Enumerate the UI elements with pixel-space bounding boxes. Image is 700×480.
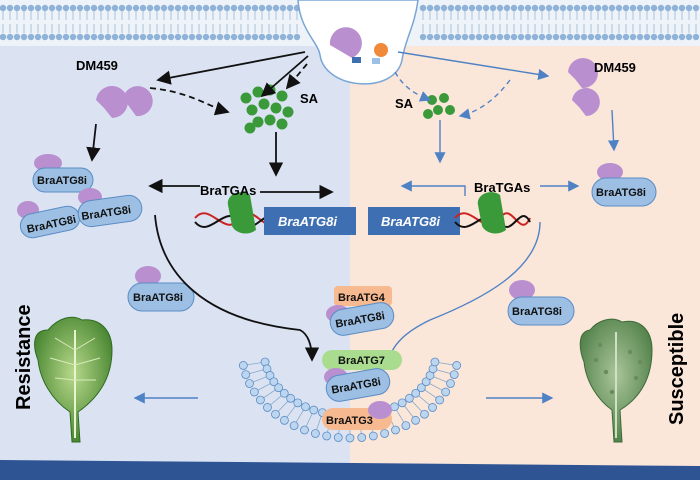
gene-box-left: BraATG8i (264, 207, 356, 235)
svg-text:BraATG8i: BraATG8i (37, 175, 87, 187)
svg-text:BraATG4: BraATG4 (338, 292, 386, 304)
arrows-susceptible-path (133, 51, 620, 404)
atg4-complex: BraATG4 BraATG8i (326, 286, 395, 336)
bratgas-right-label: BraTGAs (474, 180, 530, 195)
blue-molecule (352, 57, 361, 63)
dm459-right-shapes (568, 58, 600, 116)
sa-molecules-right (423, 93, 455, 119)
resistance-label: Resistance (13, 304, 35, 410)
svg-text:BraATG7: BraATG7 (338, 355, 385, 367)
gene-box-right: BraATG8i (368, 207, 460, 235)
orange-molecule (374, 43, 388, 57)
svg-text:BraATG8i: BraATG8i (512, 306, 562, 318)
svg-text:BraATG8i: BraATG8i (133, 292, 183, 304)
bratgas-protein-left (227, 192, 256, 234)
svg-text:BraATG8i: BraATG8i (596, 187, 646, 199)
atg8i-left-middle: BraATG8i (127, 266, 195, 312)
resistant-leaf (34, 316, 113, 443)
atg8i-complex-left: BraATG8i BraATG8i BraATG8i (17, 154, 143, 239)
dna-helix-right (454, 192, 531, 234)
sa-molecules-left (240, 84, 294, 134)
atg8i-right-middle: BraATG8i (507, 280, 575, 326)
bratgas-protein-right (477, 192, 506, 234)
svg-text:BraATG8i: BraATG8i (278, 214, 337, 229)
susceptible-leaf (579, 318, 653, 443)
left-panel-background (0, 0, 350, 480)
atg8i-right-top: BraATG8i (591, 163, 657, 207)
dm459-left-shapes (96, 86, 153, 118)
atg3-complex: BraATG3 (322, 401, 392, 430)
svg-text:BraATG8i: BraATG8i (381, 214, 440, 229)
svg-text:BraATG3: BraATG3 (326, 415, 373, 427)
susceptible-label: Susceptible (666, 313, 688, 425)
atg7-complex: BraATG7 BraATG8i (322, 350, 402, 402)
dm459-right-label: DM459 (594, 60, 636, 75)
footer-band (0, 460, 700, 480)
dm459-left-label: DM459 (76, 58, 118, 73)
bratgas-left-label: BraTGAs (200, 183, 256, 198)
arrows-resistance-path (86, 51, 334, 362)
pathogen-effector-shape (329, 27, 362, 58)
sa-right-label: SA (395, 96, 414, 111)
sa-left-label: SA (300, 91, 319, 106)
membrane-vesicle (297, 0, 419, 85)
